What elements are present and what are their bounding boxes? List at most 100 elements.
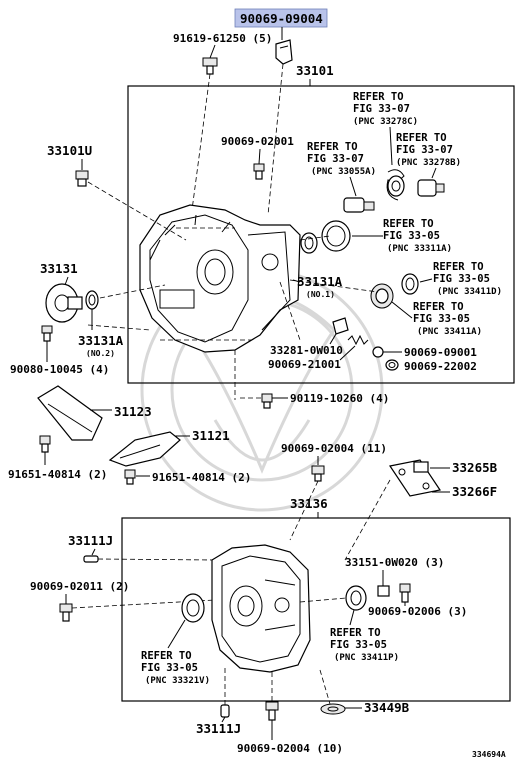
bearing-icon bbox=[345, 585, 367, 611]
part-label-33111J-a[interactable]: 33111J bbox=[68, 533, 113, 548]
part-label-90069-02004-10[interactable]: 90069-02004 (10) bbox=[237, 742, 343, 755]
part-label-33151-0W020[interactable]: 33151-0W020 (3) bbox=[345, 556, 444, 569]
cover-plate-31121 bbox=[108, 431, 181, 467]
part-label-31121[interactable]: 31121 bbox=[192, 428, 230, 443]
svg-text:(PNC 33411A): (PNC 33411A) bbox=[417, 327, 482, 337]
svg-text:FIG 33-05: FIG 33-05 bbox=[383, 230, 440, 242]
ball-icon bbox=[372, 346, 384, 358]
part-label-33131[interactable]: 33131 bbox=[40, 261, 78, 276]
svg-text:FIG 33-05: FIG 33-05 bbox=[433, 273, 490, 285]
part-label-33265B[interactable]: 33265B bbox=[452, 460, 498, 475]
bracket-icon bbox=[389, 459, 441, 497]
reference-note-33278C[interactable]: REFER TO FIG 33-07 (PNC 33278C) bbox=[353, 91, 418, 127]
svg-text:REFER TO: REFER TO bbox=[141, 650, 192, 662]
highlight-box bbox=[234, 8, 328, 28]
part-label-90069-02001[interactable]: 90069-02001 bbox=[221, 135, 294, 148]
svg-text:(PNC 33321V): (PNC 33321V) bbox=[145, 676, 210, 686]
svg-text:REFER TO: REFER TO bbox=[396, 132, 447, 144]
oil-seal-icon bbox=[181, 593, 205, 623]
reference-note-33411P[interactable]: REFER TO FIG 33-05 (PNC 33411P) bbox=[330, 627, 399, 663]
svg-text:FIG 33-05: FIG 33-05 bbox=[330, 639, 387, 651]
part-label-90069-09001[interactable]: 90069-09001 bbox=[404, 346, 477, 359]
flange-icon bbox=[45, 283, 83, 323]
svg-text:REFER TO: REFER TO bbox=[330, 627, 381, 639]
svg-text:FIG 33-05: FIG 33-05 bbox=[141, 662, 198, 674]
part-label-90119-10260[interactable]: 90119-10260 (4) bbox=[290, 392, 389, 405]
spring-icon bbox=[386, 169, 405, 201]
washer-icon bbox=[385, 359, 399, 371]
part-label-33281-0W010[interactable]: 33281-0W010 bbox=[270, 344, 343, 357]
snap-ring-icon bbox=[401, 273, 419, 295]
svg-text:(PNC 33055A): (PNC 33055A) bbox=[311, 167, 376, 177]
svg-text:(PNC 33411P): (PNC 33411P) bbox=[334, 653, 399, 663]
part-label-33136[interactable]: 33136 bbox=[290, 496, 328, 511]
extension-housing-33136 bbox=[211, 544, 311, 673]
reference-note-33278B[interactable]: REFER TO FIG 33-07 (PNC 33278B) bbox=[396, 132, 461, 168]
reference-note-33055A[interactable]: REFER TO FIG 33-07 (PNC 33055A) bbox=[307, 141, 376, 177]
svg-text:(PNC 33278B): (PNC 33278B) bbox=[396, 158, 461, 168]
part-label-90069-22002[interactable]: 90069-22002 bbox=[404, 360, 477, 373]
part-label-33449B[interactable]: 33449B bbox=[364, 700, 410, 715]
part-label-31123[interactable]: 31123 bbox=[114, 404, 152, 419]
bolt-icon bbox=[124, 469, 136, 485]
transmission-case-33101 bbox=[139, 204, 301, 353]
reference-note-33411D[interactable]: REFER TO FIG 33-05 (PNC 33411D) bbox=[433, 261, 502, 297]
part-label-33131A-no1[interactable]: 33131A bbox=[297, 274, 343, 289]
svg-text:FIG 33-07: FIG 33-07 bbox=[396, 144, 453, 156]
part-label-91619-61250[interactable]: 91619-61250 (5) bbox=[173, 32, 272, 45]
part-label-90069-21001[interactable]: 90069-21001 bbox=[268, 358, 341, 371]
bolt-icon bbox=[41, 325, 53, 342]
label-no1: (NO.1) bbox=[306, 290, 335, 299]
svg-text:FIG 33-05: FIG 33-05 bbox=[413, 313, 470, 325]
part-label-33266F[interactable]: 33266F bbox=[452, 484, 497, 499]
bolt-icon bbox=[202, 57, 218, 75]
svg-text:(PNC 33311A): (PNC 33311A) bbox=[387, 244, 452, 254]
reference-note-33411A[interactable]: REFER TO FIG 33-05 (PNC 33411A) bbox=[413, 301, 482, 337]
svg-text:(PNC 33411D): (PNC 33411D) bbox=[437, 287, 502, 297]
part-label-90069-02004-11[interactable]: 90069-02004 (11) bbox=[281, 442, 387, 455]
bolt-icon bbox=[311, 465, 325, 482]
svg-text:FIG 33-07: FIG 33-07 bbox=[353, 103, 410, 115]
seal-icon bbox=[85, 290, 99, 310]
nut-icon bbox=[377, 585, 390, 597]
switch-icon bbox=[343, 197, 375, 213]
part-label-91651-40814-a[interactable]: 91651-40814 (2) bbox=[8, 468, 107, 481]
bolt-icon bbox=[59, 603, 73, 622]
plug-cap-icon bbox=[320, 703, 346, 715]
part-label-90069-09004[interactable]: 90069-09004 bbox=[240, 11, 323, 26]
svg-text:REFER TO: REFER TO bbox=[383, 218, 434, 230]
cap-icon bbox=[275, 39, 293, 65]
reference-note-33311A[interactable]: REFER TO FIG 33-05 (PNC 33311A) bbox=[383, 218, 452, 254]
bolt-icon bbox=[399, 583, 411, 603]
svg-text:REFER TO: REFER TO bbox=[413, 301, 464, 313]
part-label-33101U[interactable]: 33101U bbox=[47, 143, 92, 158]
pin-icon bbox=[83, 555, 99, 563]
pin-icon bbox=[332, 317, 349, 335]
svg-text:REFER TO: REFER TO bbox=[307, 141, 358, 153]
bolt-icon bbox=[253, 163, 265, 180]
spring-small-icon bbox=[347, 334, 369, 346]
part-label-90069-02011[interactable]: 90069-02011 (2) bbox=[30, 580, 129, 593]
reference-note-33321V[interactable]: REFER TO FIG 33-05 (PNC 33321V) bbox=[141, 650, 210, 686]
bolt-icon bbox=[265, 701, 279, 721]
sensor-icon bbox=[417, 179, 445, 197]
label-no2: (NO.2) bbox=[86, 349, 115, 358]
seal-ring-icon bbox=[300, 220, 351, 254]
svg-text:REFER TO: REFER TO bbox=[433, 261, 484, 273]
part-label-33131A-no2[interactable]: 33131A bbox=[78, 333, 124, 348]
part-label-90069-02006[interactable]: 90069-02006 (3) bbox=[368, 605, 467, 618]
cover-plate-31123 bbox=[37, 385, 103, 441]
svg-text:REFER TO: REFER TO bbox=[353, 91, 404, 103]
extension-housing-box bbox=[121, 517, 511, 702]
part-label-90080-10045[interactable]: 90080-10045 (4) bbox=[10, 363, 109, 376]
case-assembly-box bbox=[127, 85, 515, 384]
bolt-icon bbox=[261, 393, 273, 409]
part-label-91651-40814-b[interactable]: 91651-40814 (2) bbox=[152, 471, 251, 484]
part-label-33111J-b[interactable]: 33111J bbox=[196, 721, 241, 736]
figure-code: 334694A bbox=[472, 750, 506, 759]
pin-icon bbox=[220, 704, 230, 718]
clip-icon bbox=[413, 461, 429, 473]
part-label-33101[interactable]: 33101 bbox=[296, 63, 334, 78]
bearing-icon bbox=[370, 283, 394, 309]
